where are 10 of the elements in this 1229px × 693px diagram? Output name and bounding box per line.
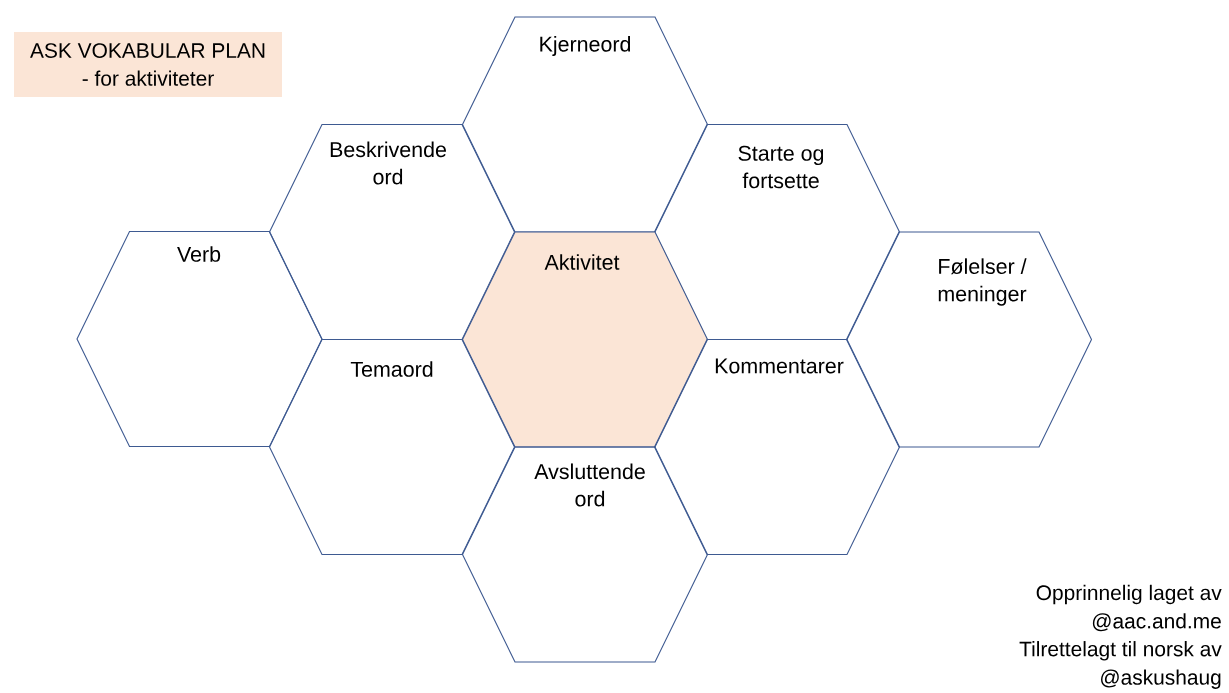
credit-text: Opprinnelig laget av @aac.and.me: [1036, 584, 1222, 632]
hexagon: Beskrivende ord: [268, 123, 516, 341]
credit-text: Tilrettelagt til norsk av @askushaug: [1019, 641, 1222, 689]
hexagon: Aktivitet: [461, 231, 709, 448]
hexagon: Avsluttende ord: [461, 446, 709, 663]
hexagon: Følelser / meninger: [845, 231, 1093, 448]
title-box: ASK VOKABULAR PLAN - for aktiviteter: [14, 32, 282, 97]
hexagon: Kommentarer: [653, 338, 901, 556]
hexagon: Temaord: [268, 338, 516, 556]
hexagon: Verb: [76, 230, 323, 448]
